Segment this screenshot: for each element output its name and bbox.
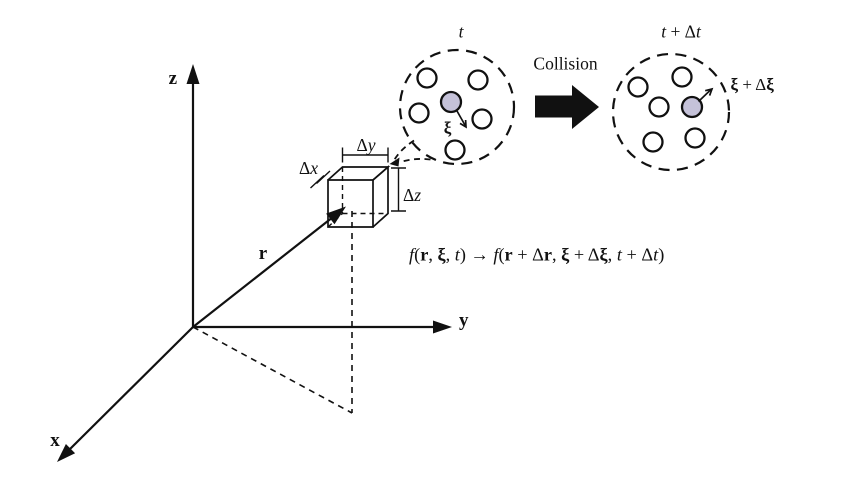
r-vector-label: r — [259, 243, 268, 264]
bubble-before-dashed-circle — [398, 48, 516, 166]
particle — [467, 69, 489, 91]
diagonal-projection-dashed-line — [192, 326, 353, 414]
delta-x-tick-marks — [310, 170, 331, 189]
cube-right-face — [372, 165, 389, 228]
x-axis-label: x — [50, 430, 60, 451]
coordinate-axes: z y x — [50, 64, 469, 462]
delta-z-label: Δz — [403, 185, 421, 205]
particle — [642, 131, 664, 153]
bubble-before-collision: t ξ — [389, 22, 516, 167]
particle — [684, 127, 706, 149]
tagged-particle — [439, 90, 463, 114]
velocity-arrow-line — [456, 110, 467, 127]
particle — [444, 139, 466, 161]
particle — [471, 108, 493, 130]
z-axis-arrowhead-icon — [186, 64, 200, 84]
distribution-function-formula: f(r, ξ, t) → f(r + Δr, ξ + Δξ, t + Δt) — [409, 245, 664, 266]
velocity-arrowhead-icon — [459, 119, 467, 129]
r-vector-arrowhead-icon — [326, 206, 346, 225]
collision-label: Collision — [533, 54, 597, 74]
bubble-tail-dashed — [393, 139, 431, 164]
particle — [416, 67, 438, 89]
delta-y-dimension-line — [341, 147, 389, 163]
xi-label: ξ — [444, 119, 452, 138]
y-axis-arrowhead-icon — [433, 320, 452, 334]
dimension-annotations: Δy Δz Δx — [299, 135, 421, 212]
volume-element-cube — [327, 165, 391, 228]
bubble-after-collision: t + Δt ξ + Δξ — [611, 22, 775, 172]
tagged-particle — [680, 95, 704, 119]
particle — [671, 66, 693, 88]
time-t-label: t — [459, 22, 465, 42]
velocity-arrowhead-icon — [704, 87, 714, 96]
y-axis-label: y — [459, 310, 469, 331]
cube-top-face — [327, 166, 391, 181]
r-vector-line — [192, 216, 334, 328]
particle — [408, 102, 430, 124]
collision-block-arrow-icon — [535, 85, 599, 129]
delta-x-label: Δx — [299, 158, 318, 178]
particle — [627, 76, 649, 98]
bubble-tail-arrowhead-icon — [389, 157, 400, 167]
projection-lines — [192, 211, 353, 414]
particle — [648, 96, 670, 118]
collision-transition: Collision — [533, 54, 599, 129]
z-axis-label: z — [169, 68, 178, 89]
bubble-after-dashed-circle — [611, 52, 731, 172]
velocity-arrow-line — [697, 88, 712, 103]
delta-z-dimension-line — [391, 167, 406, 212]
x-axis-line — [67, 326, 194, 452]
time-t-plus-dt-label: t + Δt — [661, 22, 702, 42]
cube-hidden-edges-dashed — [327, 167, 388, 228]
xi-plus-delta-xi-label: ξ + Δξ — [731, 75, 775, 94]
x-axis-arrowhead-icon — [57, 444, 76, 462]
delta-y-label: Δy — [356, 135, 375, 155]
position-vector: r — [192, 206, 346, 328]
